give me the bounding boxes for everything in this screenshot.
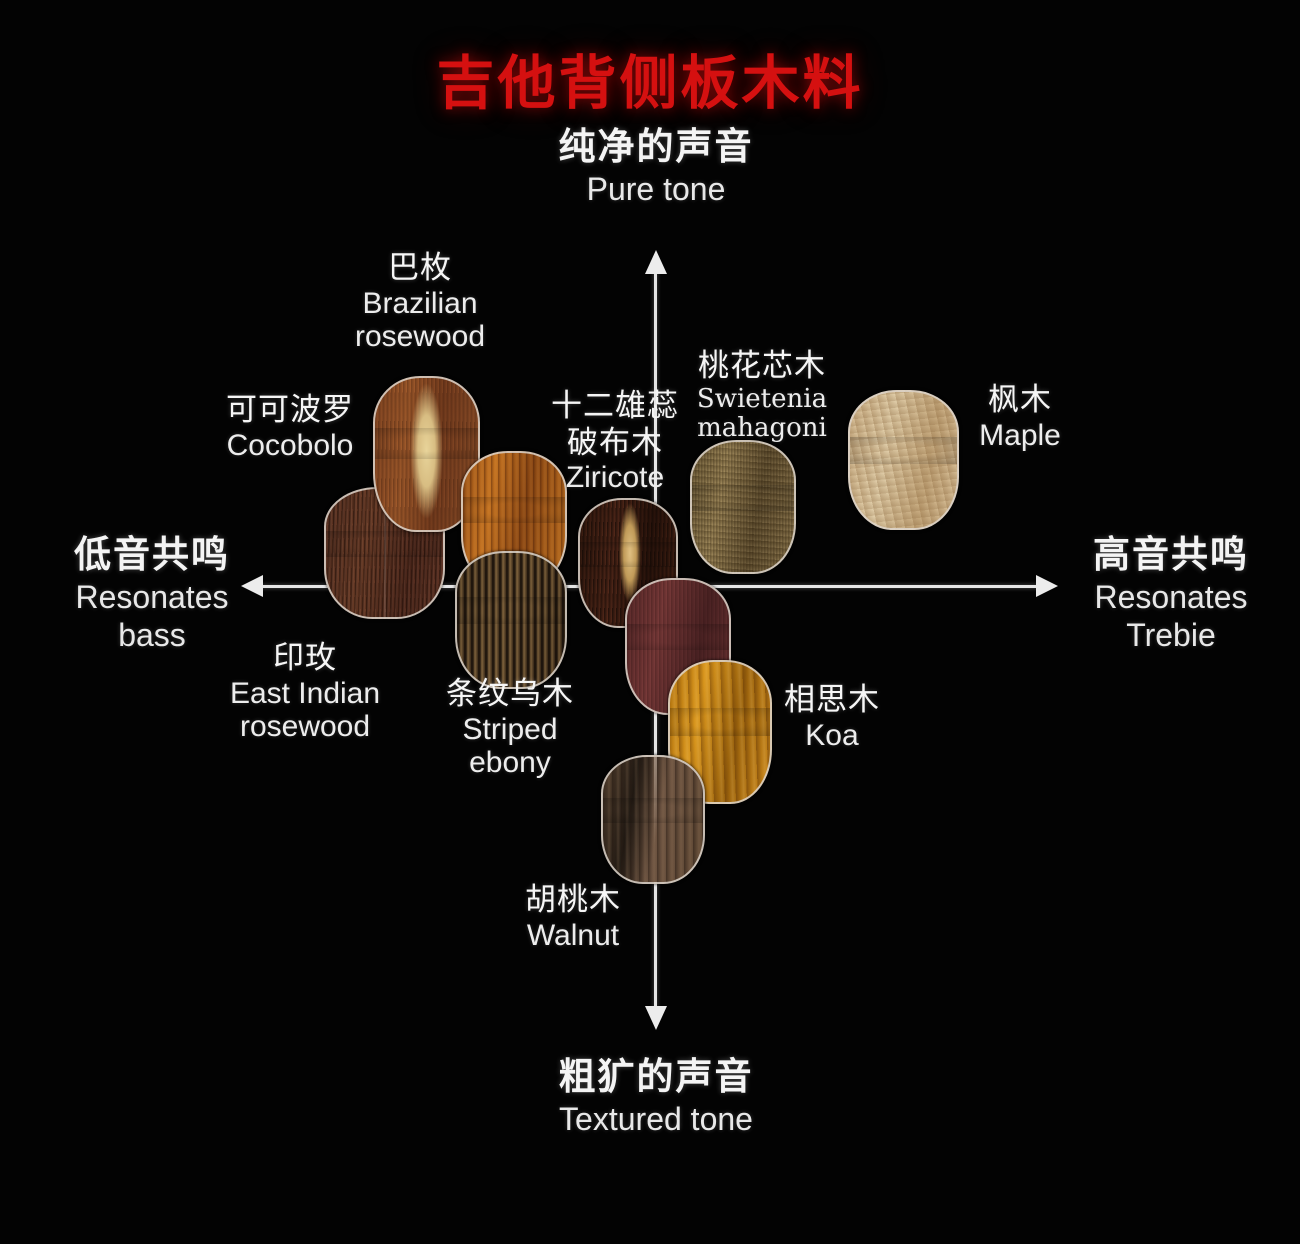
arrow-right-icon [1036,575,1058,597]
axis-label-resonates-bass-en1: Resonates [75,578,229,615]
axis-label-resonates-treble-en1: Resonates [1094,578,1248,615]
wood-label-striped-ebony: 条纹乌木 Striped ebony [415,676,605,779]
axis-label-pure-tone-cn: 纯净的声音 [558,125,754,168]
arrow-down-icon [645,1006,667,1030]
wood-label-east-indian-rosewood-en1: East Indian [229,676,381,710]
wood-label-walnut-en1: Walnut [526,918,620,952]
arrow-left-icon [241,575,263,597]
wood-label-maple: 枫木 Maple [940,382,1100,452]
wood-label-walnut-cn: 胡桃木 [525,882,621,918]
guitar-body-striped-ebony[interactable] [455,551,567,689]
guitar-body-brazilian-rosewood[interactable] [373,376,480,532]
wood-label-brazilian-rosewood-en1: Brazilian [362,286,478,320]
wood-label-koa: 相思木 Koa [752,682,912,752]
wood-label-cocobolo-cn: 可可波罗 [226,392,354,428]
wood-label-walnut: 胡桃木 Walnut [478,882,668,952]
wood-label-ziricote-en1: Ziricote [565,461,665,495]
guitar-body-walnut[interactable] [601,755,705,884]
wood-label-east-indian-rosewood: 印玫 East Indian rosewood [200,640,410,743]
wood-label-ziricote-cn1: 十二雄蕊 [551,388,679,424]
guitar-body-maple[interactable] [848,390,959,530]
wood-label-mahogany-en1: Swietenia [696,383,828,414]
arrow-up-icon [645,250,667,274]
wood-label-ziricote: 十二雄蕊 破布木 Ziricote [530,388,700,494]
axis-label-textured-tone-en: Textured tone [559,1100,753,1137]
wood-label-striped-ebony-en2: ebony [469,745,551,779]
wood-label-east-indian-rosewood-cn: 印玫 [273,640,337,676]
wood-label-maple-en1: Maple [979,418,1061,452]
wood-label-striped-ebony-en1: Striped [462,712,558,746]
wood-label-mahogany: 桃花芯木 Swietenia mahagoni [668,348,856,444]
wood-label-mahogany-en2: mahagoni [697,413,827,444]
wood-label-brazilian-rosewood: 巴枚 Brazilian rosewood [310,250,530,353]
axis-label-textured-tone: 粗犷的声音 Textured tone [456,1055,856,1137]
center-seam [383,489,386,617]
axis-label-resonates-treble-en2: Trebie [1126,617,1216,654]
axis-label-resonates-bass-en2: bass [118,617,186,654]
axis-label-pure-tone-en: Pure tone [586,170,726,207]
wood-label-ziricote-cn2: 破布木 [567,424,663,461]
wood-label-east-indian-rosewood-en2: rosewood [239,709,371,743]
wood-label-cocobolo-en1: Cocobolo [226,428,354,462]
wood-label-striped-ebony-cn: 条纹乌木 [446,676,574,712]
wood-label-koa-en1: Koa [805,718,859,752]
axis-label-pure-tone: 纯净的声音 Pure tone [456,125,856,207]
page-title: 吉他背侧板木料 [436,49,864,117]
wood-label-brazilian-rosewood-en2: rosewood [354,319,486,353]
wood-label-cocobolo: 可可波罗 Cocobolo [190,392,390,462]
axis-label-resonates-treble-cn: 高音共鸣 [1093,533,1249,576]
wood-label-mahogany-cn: 桃花芯木 [698,348,826,384]
guitar-body-mahogany[interactable] [690,440,796,574]
wood-label-koa-cn: 相思木 [784,682,880,718]
axis-label-resonates-bass-cn: 低音共鸣 [74,533,230,576]
axis-label-resonates-treble: 高音共鸣 Resonates Trebie [1046,533,1296,654]
wood-label-brazilian-rosewood-cn: 巴枚 [388,250,452,286]
axis-label-textured-tone-cn: 粗犷的声音 [558,1055,754,1098]
axis-label-resonates-bass: 低音共鸣 Resonates bass [22,533,282,654]
wood-label-maple-cn: 枫木 [988,382,1052,418]
